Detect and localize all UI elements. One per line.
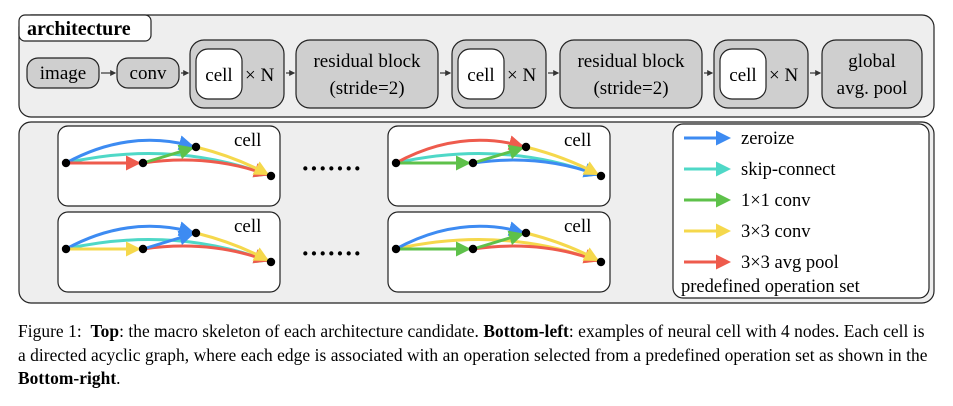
cell-node-0 [61, 158, 71, 168]
caption-br-bold: Bottom-right [18, 368, 117, 388]
caption-fig-label: Figure 1: [18, 321, 82, 341]
cell-edge-23 [524, 145, 600, 176]
cells-1-repeat-label: × N [245, 65, 274, 86]
caption-bl-text: : examples of neural cell with 4 nodes. … [18, 321, 928, 365]
cell-node-2 [191, 142, 201, 152]
top-panel-title: architecture [27, 18, 131, 40]
cells-2-cell-label: cell [467, 65, 494, 86]
legend-label-yellow: 3×3 conv [741, 222, 811, 242]
cell-node-3 [596, 171, 606, 181]
global-pool-line2: avg. pool [837, 78, 908, 99]
cell-example-cell-d: cell [387, 211, 611, 293]
cell-edge-02 [64, 221, 195, 251]
cell-title: cell [564, 216, 591, 237]
cells-3-repeat-label: × N [769, 65, 798, 86]
cell-node-0 [391, 158, 401, 168]
residual-2-line2: (stride=2) [593, 78, 668, 99]
cell-edge-23 [194, 145, 270, 176]
top-panel-title-box [18, 14, 152, 42]
legend-item-yellow: 3×3 conv [684, 222, 811, 242]
cell-node-1 [468, 244, 478, 254]
pipeline-residual-2: residual block (stride=2) [548, 39, 703, 109]
pipeline-image: image [26, 57, 100, 89]
residual-1-line1: residual block [313, 51, 421, 72]
cell-edge-02 [64, 135, 195, 165]
cell-title: cell [234, 216, 261, 237]
pipeline-conv: conv [101, 57, 180, 89]
cell-node-2 [521, 228, 531, 238]
pipeline-cells-1: cell × N [181, 39, 285, 109]
cell-example-cell-c: cell [57, 211, 281, 293]
cell-example-cell-a: cell [57, 125, 281, 207]
cell-edge-12 [141, 144, 195, 165]
caption-bl-bold: Bottom-left [483, 321, 569, 341]
legend-item-green: 1×1 conv [684, 191, 811, 211]
caption-top-text: : the macro skeleton of each architectur… [119, 321, 479, 341]
image-label: image [40, 63, 86, 84]
residual-1-line2: (stride=2) [329, 78, 404, 99]
cell-edge-23 [194, 231, 270, 262]
cell-edge-02 [394, 221, 525, 251]
global-pool-line1: global [848, 51, 896, 72]
conv-label: conv [130, 63, 167, 84]
cell-node-1 [468, 158, 478, 168]
cell-edge-12 [471, 144, 525, 165]
cells-2-repeat-label: × N [507, 65, 536, 86]
cell-node-3 [266, 171, 276, 181]
cell-node-3 [596, 257, 606, 267]
cell-node-3 [266, 257, 276, 267]
legend-item-blue: zeroize [684, 129, 794, 149]
pipeline-global-pool: global avg. pool [810, 39, 923, 109]
legend-label-green: 1×1 conv [741, 191, 811, 211]
ellipsis-top: ······· [301, 154, 362, 183]
cell-title: cell [234, 130, 261, 151]
pipeline-residual-1: residual block (stride=2) [286, 39, 439, 109]
cell-node-1 [138, 244, 148, 254]
legend-label-blue: zeroize [741, 129, 794, 149]
caption-top-bold: Top [90, 321, 120, 341]
cell-node-0 [391, 244, 401, 254]
cell-edge-02 [394, 135, 525, 165]
cells-1-cell-label: cell [205, 65, 232, 86]
figure-diagram: architecture image conv cell × N residual bl… [18, 14, 935, 304]
residual-2-line1: residual block [577, 51, 685, 72]
legend-item-red: 3×3 avg pool [684, 253, 839, 273]
pipeline-cells-2: cell × N [440, 39, 547, 109]
cells-3-cell-label: cell [729, 65, 756, 86]
legend-title: predefined operation set [681, 277, 861, 297]
cell-node-2 [521, 142, 531, 152]
cell-node-0 [61, 244, 71, 254]
cell-node-2 [191, 228, 201, 238]
legend-label-red: 3×3 avg pool [741, 253, 839, 273]
ellipsis-bottom: ······· [301, 239, 362, 268]
cell-edge-23 [524, 231, 600, 262]
pipeline-cells-3: cell × N [704, 39, 809, 109]
legend-box [672, 123, 930, 299]
figure-caption: Figure 1: Top: the macro skeleton of eac… [18, 320, 936, 391]
cell-node-1 [138, 158, 148, 168]
cell-edge-12 [471, 230, 525, 251]
cell-edge-12 [141, 230, 195, 251]
legend-item-cyan: skip-connect [684, 160, 836, 180]
cell-title: cell [564, 130, 591, 151]
cell-example-cell-b: cell [387, 125, 611, 207]
legend-label-cyan: skip-connect [741, 160, 836, 180]
caption-end: . [116, 368, 121, 388]
